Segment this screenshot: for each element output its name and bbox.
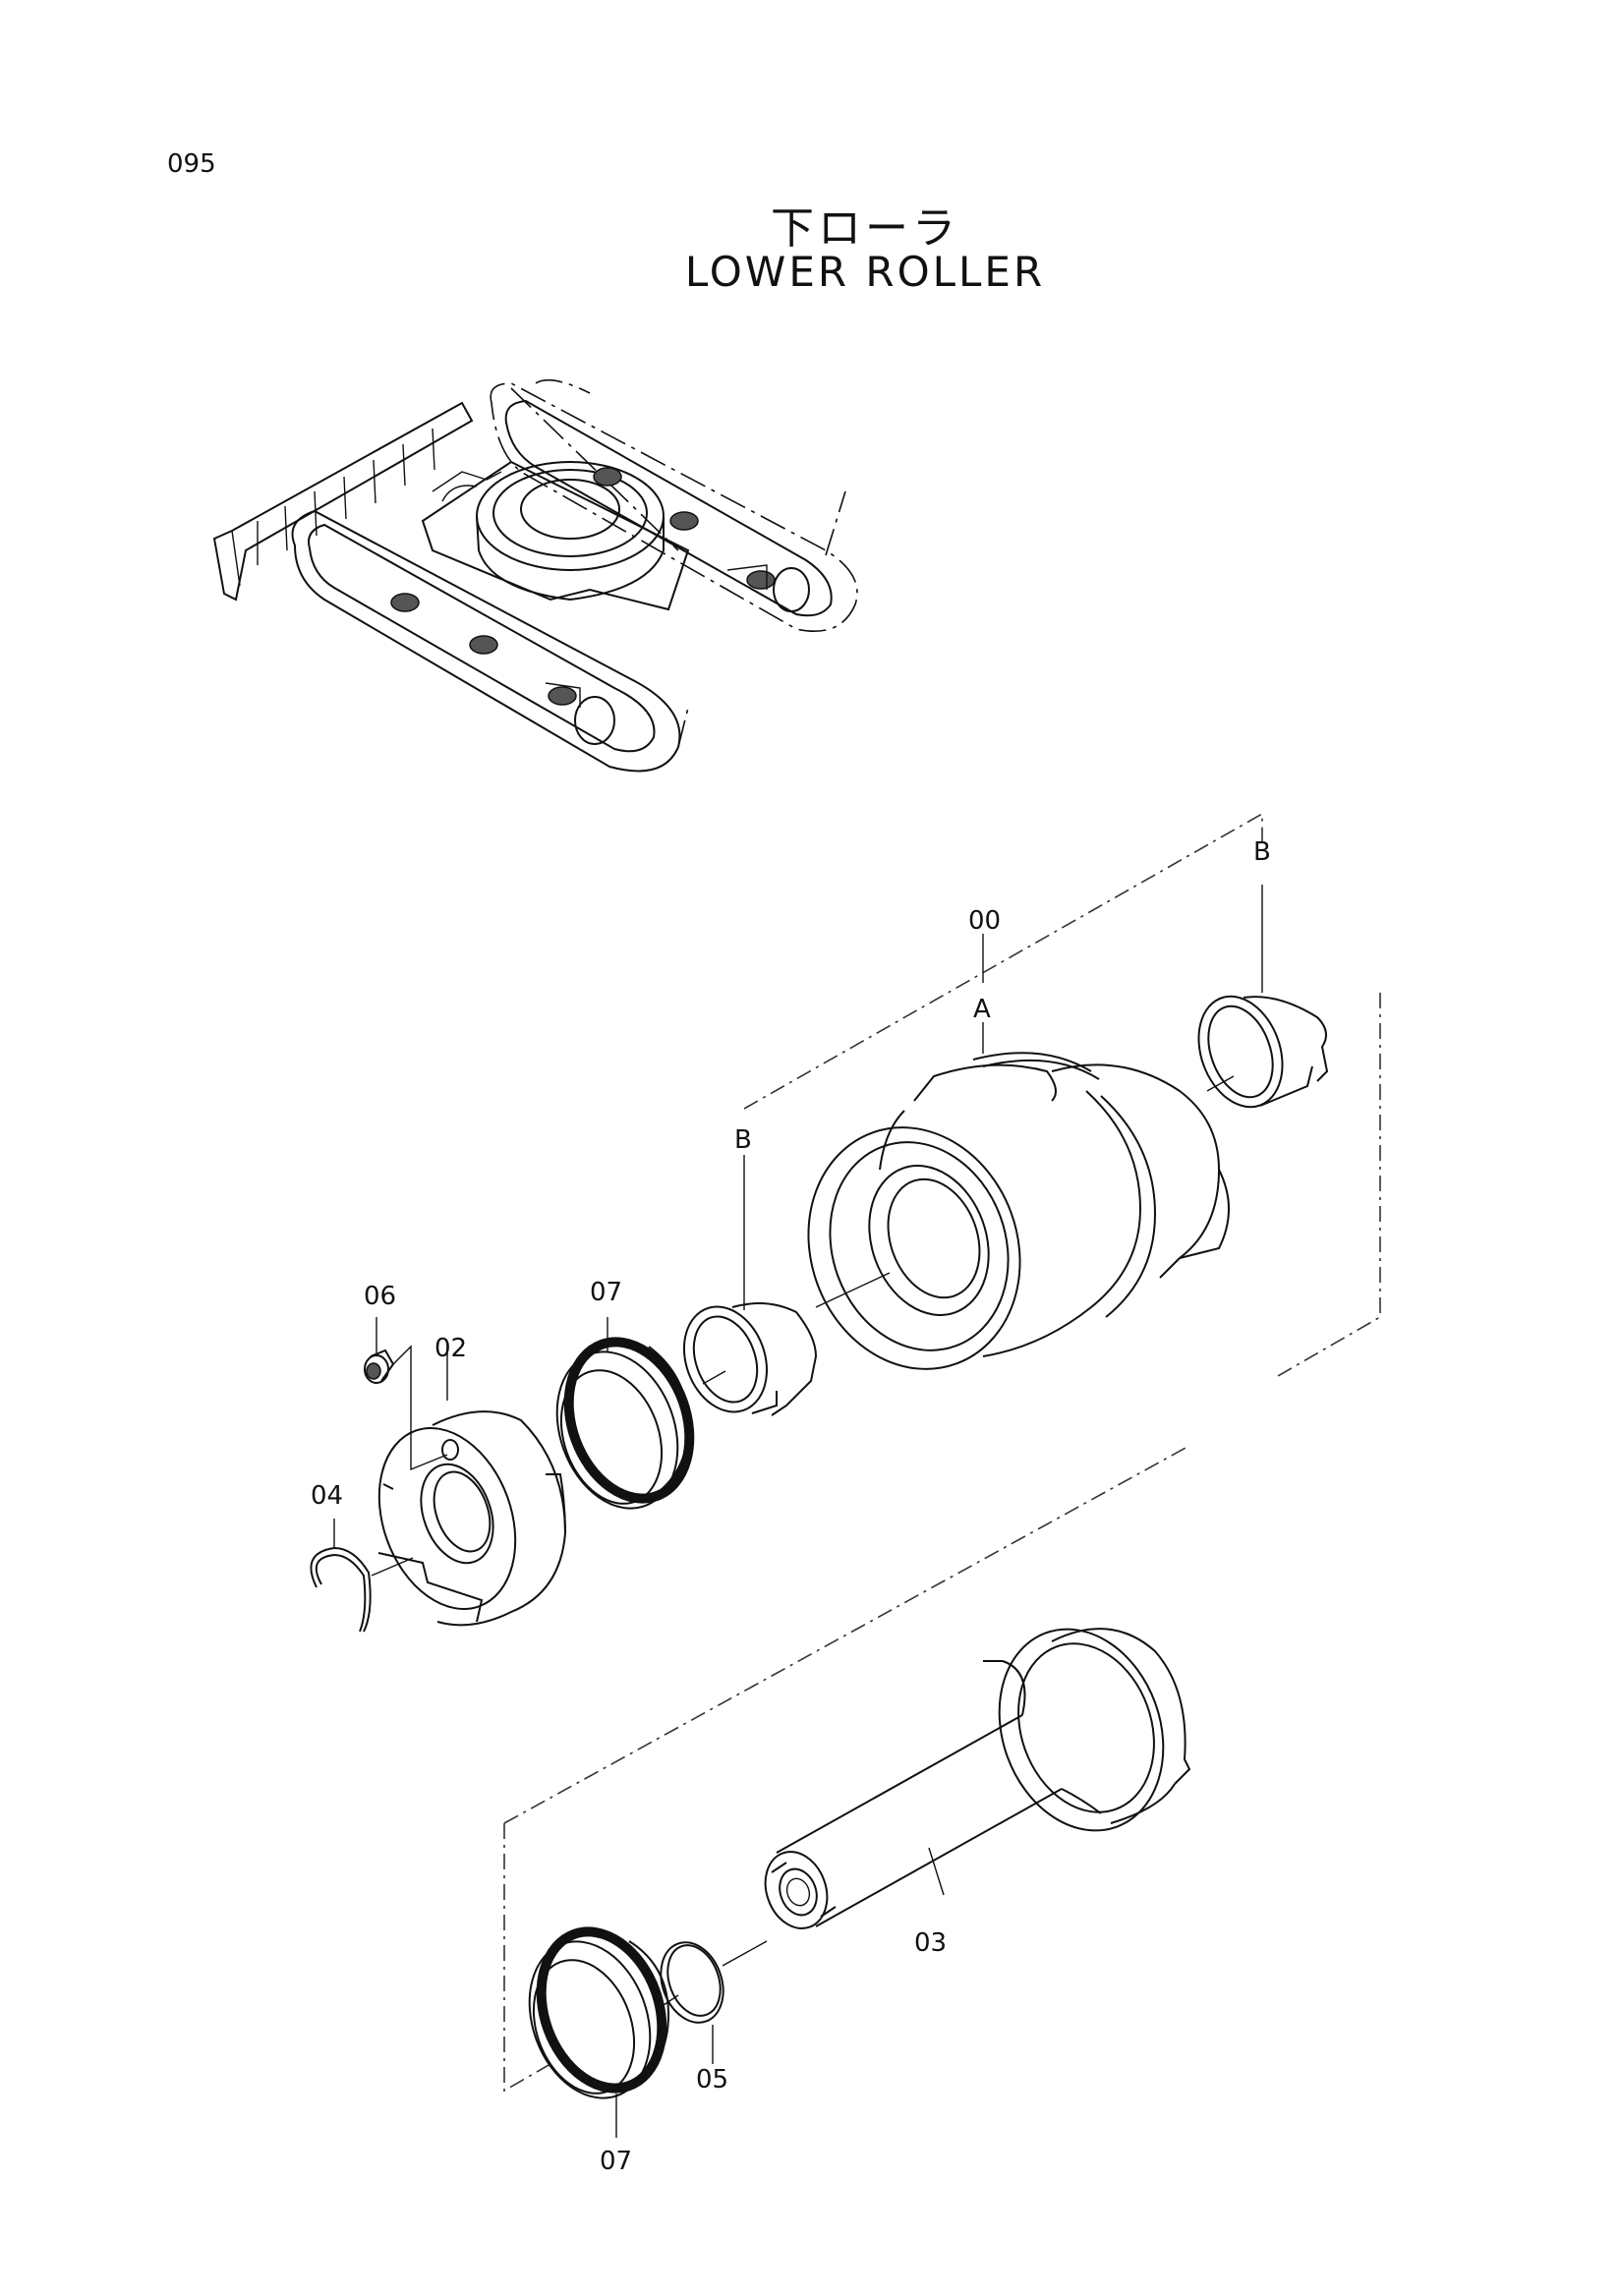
end-cap (371, 1410, 567, 1627)
title-japanese: 下ローラ (771, 203, 959, 254)
plug (364, 1349, 395, 1384)
callout-06: 06 (364, 1282, 396, 1311)
callout-b-right: B (1253, 837, 1271, 867)
callout-02: 02 (434, 1334, 467, 1363)
callout-03: 03 (914, 1928, 947, 1958)
assembly-boundary-upper (743, 812, 1381, 1377)
shaft (764, 1628, 1191, 1929)
callout-07-lower: 07 (600, 2147, 632, 2176)
roller-body (807, 1052, 1230, 1370)
page-number: 095 (167, 149, 216, 179)
leader-lines (333, 885, 1263, 2138)
callout-b-left: B (734, 1125, 752, 1155)
assembly-boundary-lower (503, 1446, 1188, 2093)
title-english: LOWER ROLLER (684, 248, 1046, 296)
callout-04: 04 (311, 1481, 343, 1511)
callout-05: 05 (696, 2065, 728, 2095)
undercarriage-overview-illustration (212, 378, 858, 773)
retaining-ring (310, 1546, 372, 1633)
floating-seal-lower (528, 1926, 670, 2099)
callout-00: 00 (968, 906, 1001, 936)
floating-seal-upper (555, 1337, 695, 1510)
o-ring (660, 1940, 768, 2024)
callout-a: A (973, 995, 991, 1024)
bushing-right (1197, 995, 1329, 1109)
callout-07-upper: 07 (590, 1278, 622, 1307)
bushing-left (682, 1302, 818, 1416)
